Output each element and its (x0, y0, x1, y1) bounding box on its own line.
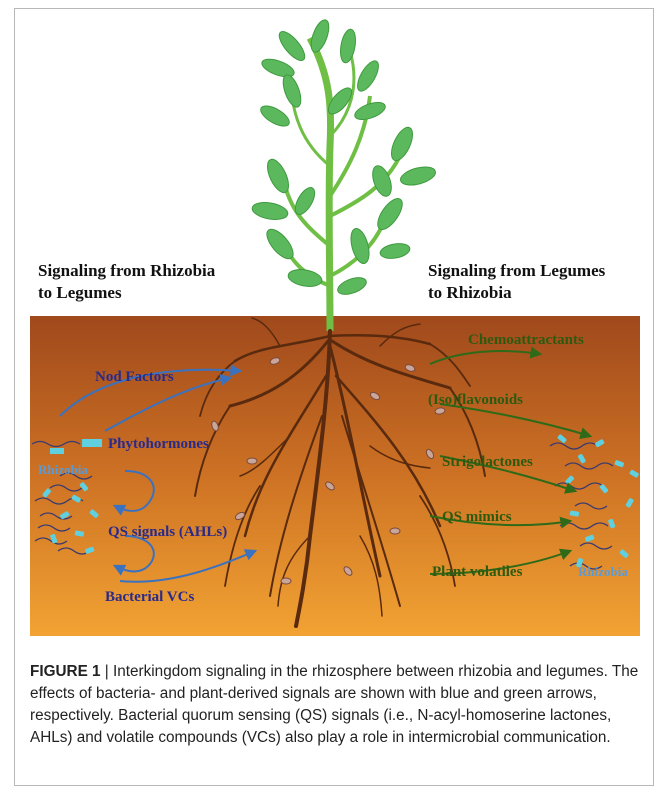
signal-label-plant-volatiles: Plant volatiles (432, 564, 523, 580)
heading-right-line1: Signaling from Legumes (428, 260, 628, 282)
caption-separator: | (101, 663, 113, 680)
heading-right-line2: to Rhizobia (428, 282, 628, 304)
caption-text: Interkingdom signaling in the rhizospher… (30, 663, 638, 746)
signal-label-phytohormones: Phytohormones (108, 436, 209, 452)
heading-left-line2: to Legumes (38, 282, 238, 304)
plant-leaves (251, 18, 438, 298)
rhizosphere-diagram: Nod Factors Phytohormones QS signals (AH… (30, 16, 640, 636)
signal-label-bacterial-vcs: Bacterial VCs (105, 589, 194, 605)
signal-label-strigolactones: Strigolactones (442, 454, 533, 470)
signal-label-isoflavonoids: (Iso)flavonoids (428, 392, 523, 408)
rhizobium-cell (82, 439, 102, 447)
figure-caption: FIGURE 1 | Interkingdom signaling in the… (30, 661, 640, 749)
heading-rhizobia-to-legumes: Signaling from Rhizobia to Legumes (38, 260, 238, 304)
figure-panel: Nod Factors Phytohormones QS signals (AH… (30, 16, 640, 636)
signal-label-nod-factors: Nod Factors (95, 369, 174, 385)
signal-label-qs-signals: QS signals (AHLs) (108, 524, 227, 540)
rhizobia-label-left: Rhizobia (38, 462, 88, 477)
caption-label: FIGURE 1 (30, 663, 101, 680)
rhizobia-label-right: Rhizobia (578, 564, 628, 579)
heading-left-line1: Signaling from Rhizobia (38, 260, 238, 282)
signal-label-qs-mimics: QS mimics (442, 509, 512, 525)
heading-legumes-to-rhizobia: Signaling from Legumes to Rhizobia (428, 260, 628, 304)
signal-label-chemoattractants: Chemoattractants (468, 332, 584, 348)
